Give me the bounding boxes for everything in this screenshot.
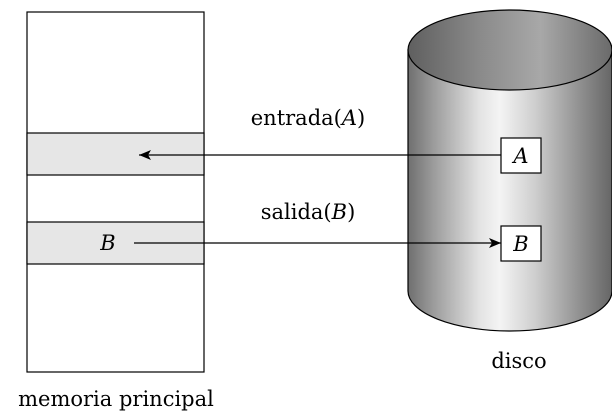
- disk-block-a-label: A: [511, 144, 528, 168]
- input-op-name: entrada(: [251, 106, 342, 130]
- memory-block-a: [26, 132, 205, 176]
- output-operation-label: salida(B): [261, 200, 356, 224]
- disk-body: [407, 49, 612, 332]
- main-memory-box: [26, 11, 205, 373]
- input-operation-label: entrada(A): [251, 106, 365, 130]
- output-op-arg: B: [331, 200, 347, 224]
- disk-cylinder: A B: [407, 9, 612, 332]
- memory-block-b-label: B: [99, 231, 115, 255]
- disk-block-b-label: B: [512, 232, 528, 256]
- disk-top: [407, 9, 612, 91]
- disk-caption: disco: [491, 349, 546, 373]
- input-op-arg: A: [340, 106, 357, 130]
- disk-block-b: [500, 225, 542, 262]
- output-op-name: salida(: [261, 200, 332, 224]
- input-op-close: ): [357, 106, 365, 130]
- output-op-close: ): [347, 200, 355, 224]
- main-memory: B: [26, 11, 205, 373]
- memory-caption: memoria principal: [18, 387, 214, 411]
- disk-block-a: [500, 137, 542, 174]
